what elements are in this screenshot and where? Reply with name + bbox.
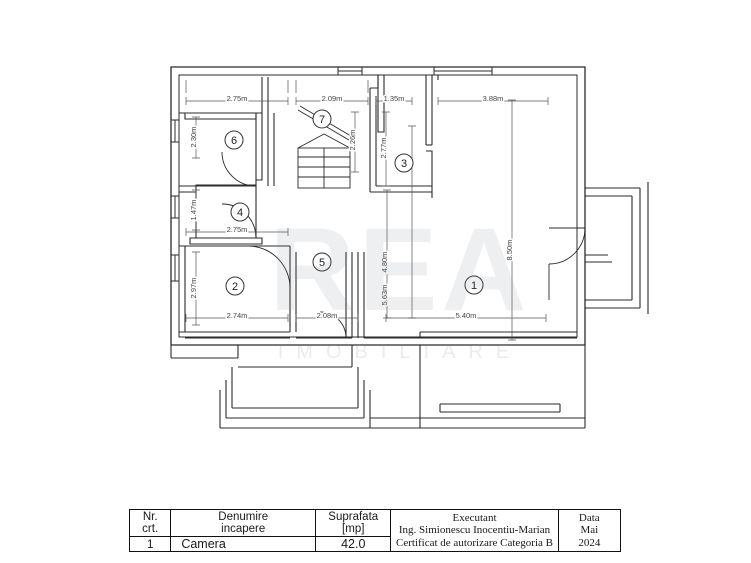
room-1-walls bbox=[357, 75, 577, 339]
dimension-label-halo: 1.47m bbox=[189, 200, 198, 221]
dimension-label: 2.08m bbox=[317, 311, 338, 320]
dimension-label: 2.09m bbox=[322, 94, 343, 103]
executant-line2: Ing. Simionescu Inocentiu-Marian bbox=[398, 524, 551, 537]
executant-line3: Certificat de autorizare Categoria B bbox=[396, 536, 553, 549]
room-bubble-3: 3 bbox=[394, 153, 414, 173]
table-row: 1 Camera 42.0 bbox=[128, 536, 621, 552]
room-bubble-2: 2 bbox=[225, 276, 245, 296]
data-cell: Data Mai 2024 bbox=[557, 509, 622, 552]
header-suprafata-line1: Suprafata bbox=[328, 511, 379, 523]
room-bubble-6: 6 bbox=[224, 130, 244, 150]
row-suprafata: 42.0 bbox=[315, 536, 392, 552]
dimension-label-halo: 8.50m bbox=[505, 240, 514, 261]
window-top-a bbox=[337, 66, 363, 76]
dimension-label-halo: 2.77m bbox=[379, 138, 388, 159]
header-nr-line1: Nr. bbox=[142, 511, 158, 523]
svg-text:5: 5 bbox=[319, 257, 325, 269]
dimension-label: 2.75m bbox=[227, 225, 248, 234]
svg-text:7: 7 bbox=[319, 114, 325, 126]
dimension-label: 1.35m bbox=[384, 94, 405, 103]
dimension-label: 2.75m bbox=[227, 94, 248, 103]
entrance-porch bbox=[585, 182, 649, 314]
dimension-label-halo: 5.63m bbox=[380, 285, 389, 306]
window-top-b bbox=[433, 66, 493, 76]
dimension-label: 5.63m bbox=[380, 285, 389, 306]
svg-text:4: 4 bbox=[237, 207, 243, 219]
dimension-label-halo: 2.09m bbox=[322, 94, 343, 103]
data-line1: Data bbox=[578, 511, 600, 524]
header-nr-line2: crt. bbox=[142, 523, 159, 535]
room-7-stair-walls bbox=[267, 77, 275, 186]
svg-text:6: 6 bbox=[231, 135, 237, 147]
staircase bbox=[297, 105, 357, 189]
bottom-terrace bbox=[170, 345, 585, 429]
header-denumire: Denumire incapere bbox=[170, 509, 317, 537]
door-swing-room-2 bbox=[247, 245, 291, 289]
dimension-label-halo: 4.80m bbox=[380, 252, 389, 273]
header-denumire-line1: Denumire bbox=[218, 511, 269, 523]
executant-cell: Executant Ing. Simionescu Inocentiu-Mari… bbox=[390, 509, 559, 552]
door-swing-room-6 bbox=[221, 151, 257, 187]
dimension-label-halo: 2.30m bbox=[189, 127, 198, 148]
dimension-label: 2.74m bbox=[227, 311, 248, 320]
room-3-walls bbox=[369, 75, 433, 193]
dimension-label: 8.50m bbox=[505, 240, 514, 261]
room-bubble-7: 7 bbox=[312, 109, 332, 129]
dimension-label-halo: 5.40m bbox=[456, 311, 477, 320]
svg-text:3: 3 bbox=[401, 158, 407, 170]
window-left-lower bbox=[170, 254, 180, 282]
header-suprafata: Suprafata [mp] bbox=[315, 509, 392, 537]
room-6-walls bbox=[179, 77, 263, 187]
dimension-label-halo: 2.08m bbox=[317, 311, 338, 320]
dimension-label-halo: 2.74m bbox=[227, 311, 248, 320]
row-nr: 1 bbox=[128, 536, 172, 552]
data-line3: 2024 bbox=[578, 536, 601, 549]
dimension-label-halo: 2.97m bbox=[189, 278, 198, 299]
door-swing-room-5 bbox=[319, 311, 347, 339]
room-bubble-4: 4 bbox=[230, 202, 250, 222]
executant-line1: Executant bbox=[452, 511, 497, 524]
dimension-label-halo: 2.26m bbox=[348, 130, 357, 151]
header-denumire-line2: incapere bbox=[221, 523, 266, 535]
header-nr: Nr. crt. bbox=[128, 509, 172, 537]
door-swing-entrance bbox=[548, 227, 586, 265]
room-schedule-table: Nr. crt. Denumire incapere Suprafata [mp… bbox=[128, 509, 622, 552]
row-denumire: Camera bbox=[170, 536, 317, 552]
dimension-label: 3.88m bbox=[483, 94, 504, 103]
table-header-row: Nr. crt. Denumire incapere Suprafata [mp… bbox=[128, 509, 622, 552]
dimension-label-halo: 2.75m bbox=[227, 225, 248, 234]
room-number-bubbles: 1 2 3 4 5 6 7 bbox=[224, 109, 484, 296]
window-left-mid bbox=[170, 195, 180, 219]
dimension-label: 4.80m bbox=[380, 252, 389, 273]
svg-text:2: 2 bbox=[232, 281, 238, 293]
room-2-walls bbox=[179, 245, 291, 339]
dimension-label: 2.97m bbox=[189, 278, 198, 299]
entrance-door-leaf bbox=[548, 227, 585, 300]
header-suprafata-line2: [mp] bbox=[342, 523, 365, 535]
data-line2: Mai bbox=[580, 524, 599, 537]
dimension-label-halo: 1.35m bbox=[384, 94, 405, 103]
dimension-label: 2.30m bbox=[189, 127, 198, 148]
room-bubble-1: 1 bbox=[464, 275, 484, 295]
dimension-label: 2.26m bbox=[348, 130, 357, 151]
plan-geometry bbox=[170, 66, 649, 429]
room-bubble-5: 5 bbox=[312, 252, 332, 272]
dimension-label: 2.77m bbox=[379, 138, 388, 159]
dimension-label-halo: 2.75m bbox=[227, 94, 248, 103]
dimension-label: 1.47m bbox=[189, 200, 198, 221]
bottom-step-detail bbox=[439, 403, 561, 413]
floor-plan-svg: 1 2 3 4 5 6 7 2.75m2.75m2.09m2.09m1.35m1… bbox=[170, 66, 649, 429]
dimension-label-halo: 3.88m bbox=[483, 94, 504, 103]
svg-text:1: 1 bbox=[471, 280, 477, 292]
dimension-label: 5.40m bbox=[456, 311, 477, 320]
window-left-upper bbox=[170, 119, 180, 143]
